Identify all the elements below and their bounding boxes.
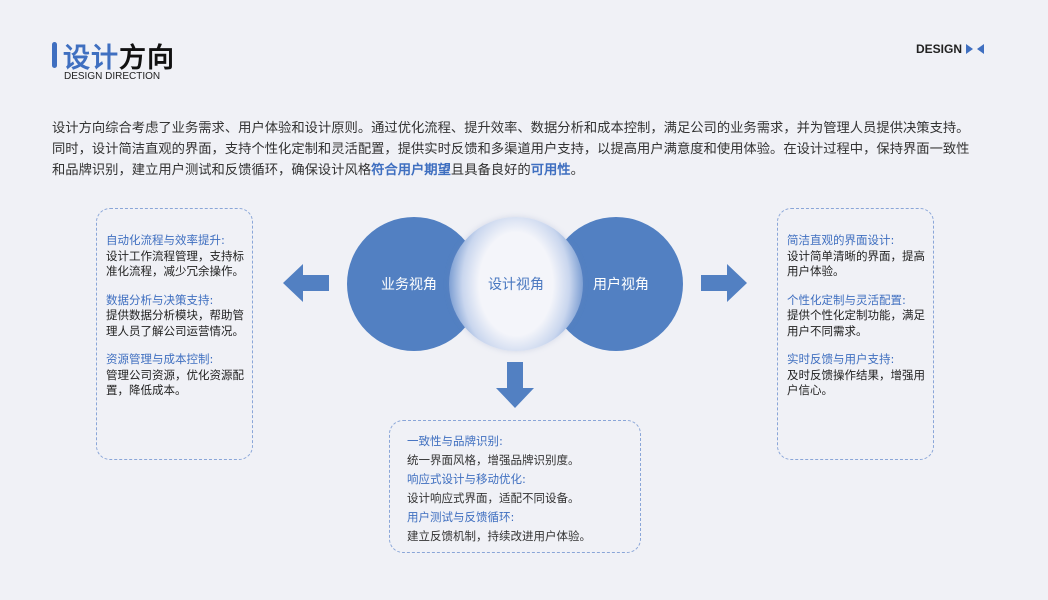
item-heading: 自动化流程与效率提升: — [106, 233, 225, 247]
item-text: 设计工作流程管理，支持标准化流程，减少冗余操作。 — [106, 248, 244, 279]
item-heading: 响应式设计与移动优化: — [407, 472, 526, 486]
design-detail-box: 一致性与品牌识别: 统一界面风格，增强品牌识别度。 响应式设计与移动优化: 设计响应… — [389, 420, 641, 553]
item-heading: 用户测试与反馈循环: — [407, 510, 515, 524]
item-heading: 一致性与品牌识别: — [407, 434, 503, 448]
item-text: 设计响应式界面，适配不同设备。 — [407, 491, 580, 505]
arrow-left-icon — [283, 264, 329, 302]
triangle-right-icon — [966, 44, 974, 54]
item-heading: 数据分析与决策支持: — [106, 292, 214, 307]
item-text: 设计简单清晰的界面，提高用户体验。 — [787, 248, 925, 279]
user-label: 用户视角 — [593, 277, 649, 293]
item-heading: 实时反馈与用户支持: — [787, 352, 895, 366]
arrow-down-icon — [496, 362, 534, 408]
item-text: 提供数据分析模块，帮助管理人员了解公司运营情况。 — [106, 308, 244, 338]
design-tag: DESIGN — [916, 42, 985, 56]
intro-text: 设计方向综合考虑了业务需求、用户体验和设计原则。通过优化流程、提升效率、数据分析… — [52, 121, 970, 178]
title-black: 方向 — [119, 43, 175, 74]
item-heading: 个性化定制与灵活配置: — [787, 292, 906, 307]
item-text: 及时反馈操作结果，增强用户信心。 — [787, 367, 925, 398]
business-label: 业务视角 — [381, 277, 437, 293]
page-title: 设计方向 — [63, 36, 175, 75]
intro-text-end: 。 — [570, 163, 584, 178]
design-perspective-circle: 设计视角 — [449, 217, 583, 351]
item-text: 提供个性化定制功能，满足用户不同需求。 — [787, 308, 925, 338]
item-text: 统一界面风格，增强品牌识别度。 — [407, 453, 580, 467]
item-text: 建立反馈机制，持续改进用户体验。 — [407, 529, 591, 543]
intro-text-mid: 且具备良好的 — [450, 163, 531, 178]
title-blue: 设计 — [63, 43, 119, 74]
intro-highlight-1: 符合用户期望 — [371, 163, 451, 178]
intro-paragraph: 设计方向综合考虑了业务需求、用户体验和设计原则。通过优化流程、提升效率、数据分析… — [52, 118, 982, 181]
page-subtitle: DESIGN DIRECTION — [64, 71, 161, 82]
intro-highlight-2: 可用性 — [530, 163, 571, 178]
item-heading: 资源管理与成本控制: — [106, 352, 214, 366]
title-accent-bar — [52, 42, 57, 68]
user-detail-box: 简洁直观的界面设计:设计简单清晰的界面，提高用户体验。 个性化定制与灵活配置:提… — [777, 208, 934, 460]
item-text: 管理公司资源，优化资源配置，降低成本。 — [106, 367, 244, 398]
arrow-right-icon — [701, 264, 747, 302]
item-heading: 简洁直观的界面设计: — [787, 233, 895, 247]
design-label: 设计视角 — [488, 277, 544, 293]
design-tag-label: DESIGN — [916, 42, 963, 56]
triangle-left-icon — [977, 44, 985, 54]
business-detail-box: 自动化流程与效率提升:设计工作流程管理，支持标准化流程，减少冗余操作。 数据分析… — [96, 208, 253, 460]
